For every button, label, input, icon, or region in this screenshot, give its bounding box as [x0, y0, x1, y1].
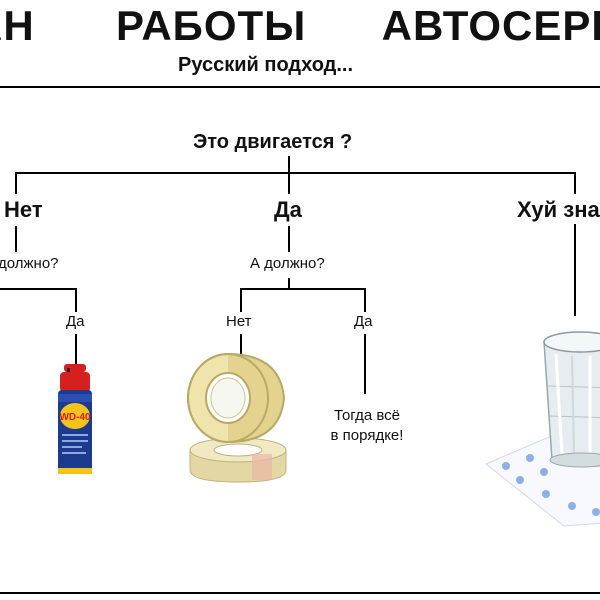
root-question: Это двигается ? — [193, 131, 353, 153]
vodka-glass-icon — [485, 331, 600, 527]
middle-yes-result-line1: Тогда всё — [333, 407, 401, 424]
middle-yes-drop — [364, 288, 366, 312]
middle-stem — [288, 226, 290, 252]
middle-sub-bar — [240, 288, 366, 290]
left-sub-bar — [0, 288, 77, 290]
middle-no-drop — [240, 288, 242, 312]
right-drop — [574, 172, 576, 194]
middle-drop — [288, 172, 290, 194]
middle-stem-2 — [288, 278, 290, 288]
page-title: АН РАБОТЫ АВТОСЕРВИС — [0, 2, 600, 50]
left-drop — [15, 172, 17, 194]
middle-no-stem — [240, 334, 242, 356]
left-yes-stem — [75, 334, 77, 364]
left-yes-label: Да — [66, 313, 85, 330]
duct-tape-roll-icon — [187, 353, 287, 483]
left-followup: должно? — [0, 255, 59, 272]
title-word-2: РАБОТЫ — [116, 2, 307, 49]
wd40-can-icon: WD-40 — [58, 364, 92, 474]
middle-yes-stem — [364, 334, 366, 394]
footer-divider — [0, 592, 600, 594]
title-word-1: АН — [0, 2, 35, 49]
branch-right-dunno: Хуй зна — [517, 197, 600, 222]
wd40-label: WD-40 — [59, 412, 91, 423]
branch-left-no: Нет — [4, 197, 43, 222]
left-stem — [15, 226, 17, 252]
root-bar — [15, 172, 575, 174]
middle-yes-result: Тогда всё в порядке! — [322, 406, 412, 446]
title-word-3: АВТОСЕРВИС — [381, 2, 600, 49]
root-stem — [288, 156, 290, 172]
header-divider — [0, 86, 600, 88]
middle-yes-label: Да — [354, 313, 373, 330]
middle-followup: А должно? — [250, 255, 325, 272]
middle-yes-result-line2: в порядке! — [330, 427, 404, 444]
left-sub-drop — [75, 288, 77, 312]
branch-middle-yes: Да — [274, 197, 302, 222]
right-stem — [574, 224, 576, 316]
middle-no-label: Нет — [226, 313, 252, 330]
page-subtitle: Русский подход... — [178, 54, 354, 76]
